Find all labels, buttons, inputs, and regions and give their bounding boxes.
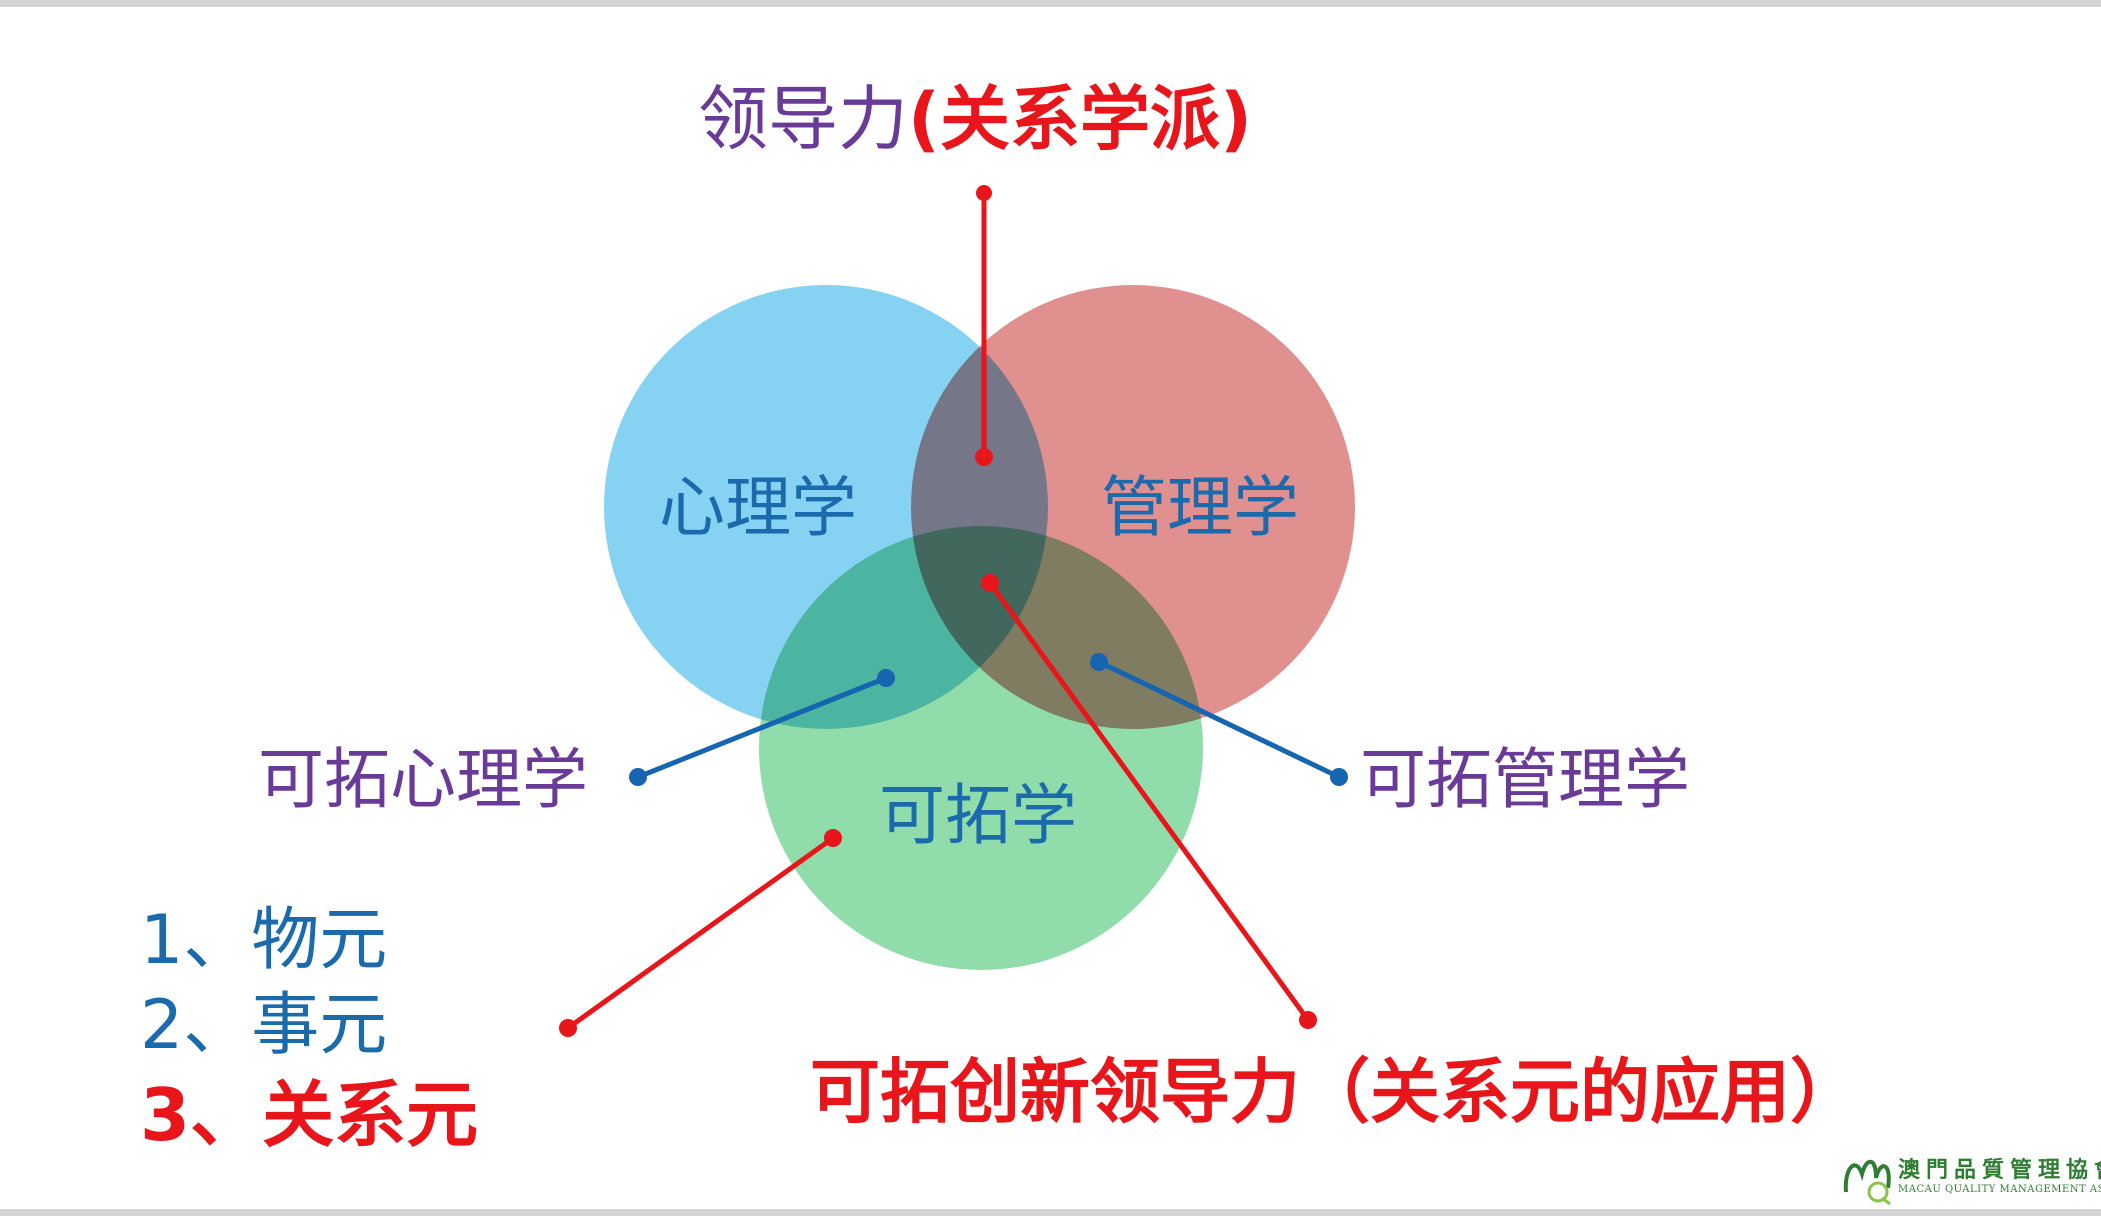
extension-psychology-connector-line xyxy=(637,675,887,780)
extension-management-connector-line xyxy=(1097,659,1341,780)
element-item-2: 2、事元 xyxy=(140,986,387,1065)
top-title-prefix: 领导力 xyxy=(698,78,908,160)
extenics-circle xyxy=(759,526,1203,970)
logo-subtitle: MACAU QUALITY MANAGEMENT ASSOCIATION xyxy=(1898,1184,2101,1195)
center-to-bottom-connector-line xyxy=(987,581,1311,1022)
bottom-title: 可拓创新领导力（关系元的应用） xyxy=(810,1051,1860,1133)
top-title-highlight: (关系学派) xyxy=(908,78,1252,160)
psychology-label: 心理学 xyxy=(659,469,857,546)
elements-connector-line xyxy=(566,835,835,1031)
elements-connector-dot-top xyxy=(824,829,842,847)
logo-name: 澳門品質管理協會 xyxy=(1898,1157,2101,1183)
element-item-3: 3、关系元 xyxy=(140,1073,478,1157)
top-frame-border xyxy=(0,0,2101,7)
bottom-frame-border xyxy=(0,1209,2101,1216)
title-connector-dot-bottom xyxy=(975,448,993,466)
extenics-label: 可拓学 xyxy=(879,777,1077,854)
extension-management-label: 可拓管理学 xyxy=(1360,741,1690,818)
elements-connector-dot-bottom xyxy=(559,1019,577,1037)
element-item-1: 1、物元 xyxy=(140,901,387,980)
extension-management-dot-inner xyxy=(1090,653,1108,671)
bottom-title-connector-dot xyxy=(1299,1011,1317,1029)
extension-management-dot-outer xyxy=(1330,768,1348,786)
mqma-logo-icon xyxy=(1843,1159,1891,1206)
association-logo: 澳門品質管理協會 MACAU QUALITY MANAGEMENT ASSOCI… xyxy=(1840,1148,2101,1206)
center-dot xyxy=(981,574,999,592)
title-connector-dot-top xyxy=(976,185,992,201)
extension-psychology-label: 可拓心理学 xyxy=(258,741,588,818)
extension-psychology-dot-inner xyxy=(877,669,895,687)
top-title: 领导力(关系学派) xyxy=(698,78,1252,160)
extension-psychology-dot-outer xyxy=(629,768,647,786)
management-label: 管理学 xyxy=(1101,469,1299,546)
